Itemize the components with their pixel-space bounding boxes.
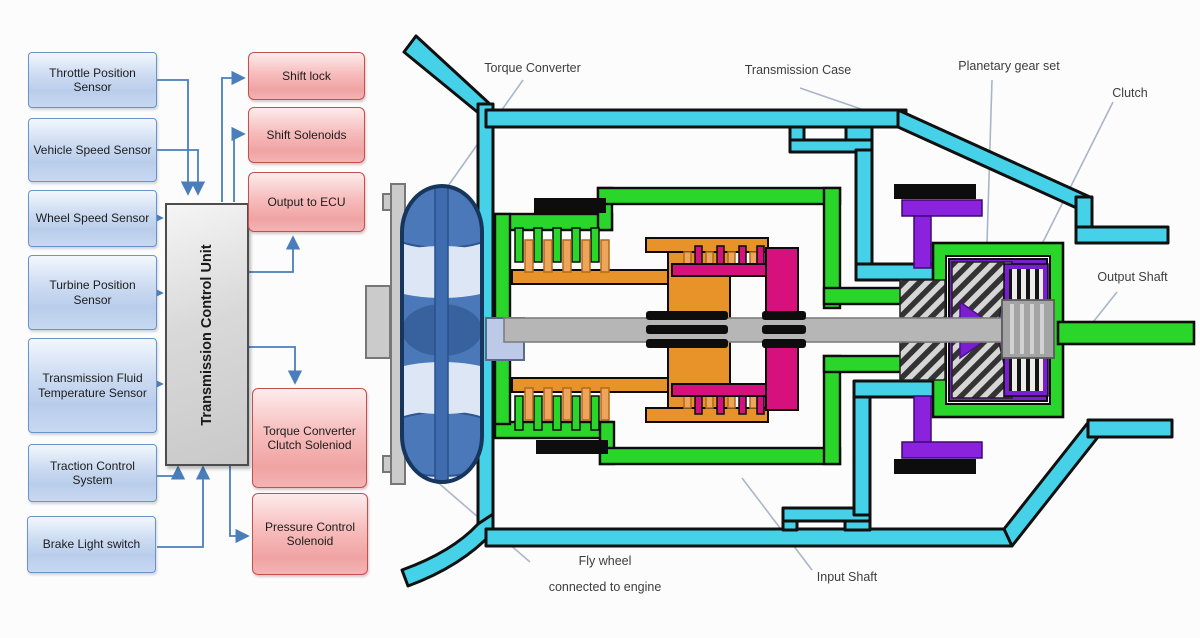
label-torque-converter: Torque Converter bbox=[484, 61, 581, 75]
torque-converter bbox=[400, 184, 484, 484]
flywheel bbox=[365, 183, 406, 485]
output-box-tcc-solenoid: Torque Converter Clutch Soleniod bbox=[252, 388, 367, 488]
label-input-shaft: Input Shaft bbox=[816, 570, 878, 584]
output-box-shift-lock: Shift lock bbox=[248, 52, 365, 100]
transmission-control-unit: Transmission Control Unit bbox=[165, 203, 249, 466]
sensor-box-traction-control: Traction Control System bbox=[28, 444, 157, 502]
label-flywheel-line1: Fly wheel bbox=[578, 554, 632, 568]
forward-clutch-drum bbox=[493, 186, 938, 466]
output-box-pressure-control-solenoid: Pressure Control Solenoid bbox=[252, 493, 368, 575]
input-shaft bbox=[485, 299, 1055, 361]
sensor-box-brake-light: Brake Light switch bbox=[27, 516, 156, 573]
band-brakes bbox=[534, 184, 983, 474]
transmission-case bbox=[400, 34, 1174, 588]
tcu-label: Transmission Control Unit bbox=[199, 243, 215, 426]
sensor-box-turbine-position: Turbine Position Sensor bbox=[28, 255, 157, 330]
label-flywheel-line2: connected to engine bbox=[548, 580, 662, 594]
output-box-shift-solenoids: Shift Solenoids bbox=[248, 107, 365, 163]
output-box-output-to-ecu: Output to ECU bbox=[248, 172, 365, 232]
sensor-box-wheel-speed: Wheel Speed Sensor bbox=[28, 190, 157, 247]
output-shaft bbox=[1056, 320, 1196, 346]
label-output-shaft: Output Shaft bbox=[1097, 270, 1168, 284]
label-planetary-gear-set: Planetary gear set bbox=[958, 59, 1060, 73]
sensor-box-throttle-position: Throttle Position Sensor bbox=[28, 52, 157, 108]
label-transmission-case: Transmission Case bbox=[744, 63, 852, 77]
sensor-wiring bbox=[149, 70, 303, 548]
sensor-box-vehicle-speed: Vehicle Speed Sensor bbox=[28, 118, 157, 182]
sensor-box-trans-fluid-temp: Transmission Fluid Temperature Sensor bbox=[28, 338, 157, 433]
label-clutch: Clutch bbox=[1112, 86, 1148, 100]
